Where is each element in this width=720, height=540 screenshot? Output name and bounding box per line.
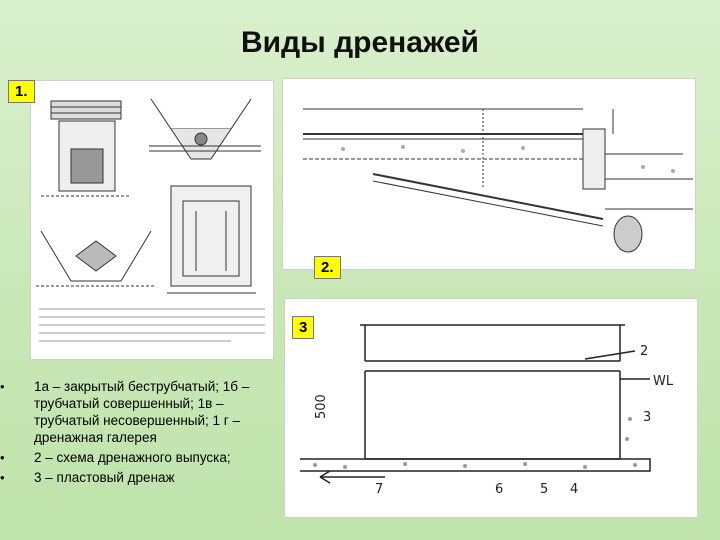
bullet-list: 1а – закрытый беструбчатый; 1б – трубчат… [0, 378, 285, 489]
outlet-scheme-drawing [303, 108, 693, 253]
layer-drainage-drawing: 2 3 WL 500 7 6 5 4 [300, 324, 674, 497]
label-4: 4 [570, 482, 578, 497]
label-5: 5 [540, 482, 548, 497]
label-2: 2 [640, 344, 648, 359]
bullet-item: 1а – закрытый беструбчатый; 1б – трубчат… [0, 378, 285, 446]
label-7: 7 [375, 482, 383, 497]
slide-title: Виды дренажей [241, 26, 479, 59]
figure-outlet-scheme [282, 78, 696, 270]
drainage-sections-drawing [36, 98, 265, 342]
label-wl: WL [653, 374, 674, 389]
badge-1: 1. [8, 80, 35, 103]
label-6: 6 [495, 482, 503, 497]
badge-3: 3 [292, 316, 315, 339]
label-3: 3 [643, 410, 651, 425]
bullet-item: 3 – пластовый дренаж [0, 469, 285, 486]
label-500: 500 [314, 394, 329, 419]
bullet-item: 2 – схема дренажного выпуска; [0, 449, 285, 466]
figure-layer-drainage: 2 3 WL 500 7 6 5 4 [284, 298, 698, 518]
figure-drainage-types [30, 80, 274, 360]
badge-2: 2. [314, 256, 341, 279]
